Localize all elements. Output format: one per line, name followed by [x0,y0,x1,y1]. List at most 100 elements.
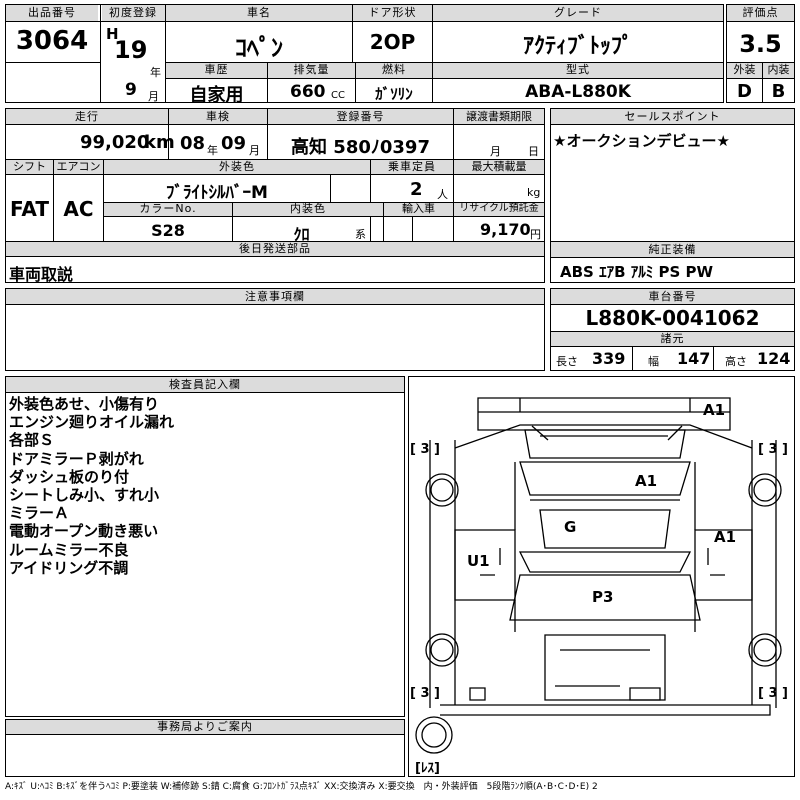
transfer-day-unit: 日 [528,145,539,158]
memo-line: 外装色あせ、小傷有り [9,395,160,413]
interior-label: 内装 [767,63,790,76]
chassis-number: L880K-0041062 [585,306,760,330]
reg-year: 19 [114,36,148,64]
mileage-label: 走行 [75,110,99,123]
notes-label: 注意事項欄 [245,290,305,303]
memo-line: ドアミラーＰ剥がれ [9,449,144,468]
door-label: ドア形状 [368,6,417,19]
recycle-unit: 円 [530,228,541,241]
damage-mark: A1 [635,472,657,490]
legend-text: A:ｷｽﾞ U:ﾍｺﾐ B:ｷｽﾞを伴うﾍｺﾐ P:要塗装 W:補修跡 S:錆 … [5,782,598,792]
month-unit: 月 [148,90,159,103]
length-label: 長さ [556,355,578,368]
inspector-label: 検査員記入欄 [169,378,241,391]
inspection-label: 車検 [206,110,230,123]
displacement-label: 排気量 [293,63,330,76]
shift: FAT [10,197,49,221]
exterior-color: ﾌﾞﾗｲﾄｼﾙﾊﾞｰM [166,183,268,203]
damage-mark: U1 [467,552,490,570]
memo-line: ミラーＡ [9,504,70,523]
air-conditioner: AC [63,197,94,221]
inspection-month-unit: 月 [249,144,260,157]
equipment-label: 純正装備 [648,243,697,256]
history-label: 車歴 [204,63,229,76]
chassis-label: 車台番号 [648,290,697,303]
color-no-label: カラーNo. [139,202,197,215]
plate-number: 高知 580ﾉ0397 [291,137,430,158]
memo-line: 各部Ｓ [9,431,55,450]
damage-diagram-frame [408,376,795,777]
exterior-grade: D [737,81,752,102]
memo-line: アイドリング不調 [9,558,129,577]
later-parts-label: 後日発送部品 [239,242,311,255]
max-load-unit: kg [527,186,541,199]
equipment: ABS ｴｱB ｱﾙﾐ PS PW [560,263,714,281]
model-code: ABA-L880K [525,82,631,102]
width-label: 幅 [648,355,659,368]
recycle-label: リサイクル預託金 [459,203,539,214]
capacity-label: 乗車定員 [388,160,436,173]
exterior-color-label: 外装色 [219,160,255,173]
capacity: 2 [410,179,423,200]
history: 自家用 [189,85,244,106]
memo-line: ルームミラー不良 [9,540,129,559]
interior-color: ｸﾛ [293,225,310,244]
transfer-label: 譲渡書類期限 [466,110,532,123]
car-name-label: 車名 [247,6,271,19]
memo-line: ダッシュ板のり付 [9,467,130,486]
damage-mark: A1 [703,401,725,419]
interior-color-unit: 系 [355,228,366,241]
max-load-label: 最大積載量 [471,160,527,173]
tire-mark: [ 3 ] [410,686,440,701]
damage-mark: G [564,518,576,536]
door-type: 2OP [369,30,416,54]
fuel: ｶﾞｿﾘﾝ [375,85,413,103]
sales-point-label: セールスポイント [624,110,721,123]
exterior-label: 外装 [733,63,756,76]
transfer-month-unit: 月 [490,145,501,158]
office-label: 事務局よりご案内 [157,720,253,733]
sales-point: ★オークションデビュー★ [553,132,730,150]
inspection-year-unit: 年 [207,144,218,157]
mileage: 99,020 [80,132,150,153]
interior-grade: B [771,81,786,102]
interior-color-label: 内装色 [290,202,326,215]
first-reg-label: 初度登録 [109,6,157,19]
mileage-unit: km [144,132,175,153]
tire-mark: [ 3 ] [758,442,788,457]
inspection-month: 09 [221,133,247,154]
spare-tire-label: [ﾚｽ] [415,761,440,776]
ac-label: エアコン [56,160,101,173]
damage-mark: A1 [714,528,736,546]
grade-label: グレード [554,6,602,19]
plate-label: 登録番号 [336,110,385,123]
lot-no-label: 出品番号 [28,6,76,19]
model-label: 型式 [566,63,590,76]
reg-month: 9 [125,80,137,100]
tire-mark: [ 3 ] [758,686,788,701]
score-label: 評価点 [742,6,779,19]
tire-mark: [ 3 ] [410,442,440,457]
import-label: 輸入車 [402,202,435,215]
car-name: ｺﾍﾟﾝ [235,34,283,62]
year-unit: 年 [150,66,161,79]
later-parts: 車両取説 [9,265,74,284]
width-value: 147 [677,349,711,368]
height-label: 高さ [725,355,747,368]
inspection-year: 08 [180,133,206,154]
era: H [106,25,119,43]
length-value: 339 [592,349,626,368]
shift-label: シフト [13,160,46,173]
color-number: S28 [151,221,185,240]
height-value: 124 [757,349,791,368]
specs-label: 諸元 [660,332,685,345]
memo-line: シートしみ小、すれ小 [9,486,160,505]
grade: ｱｸﾃｨﾌﾞﾄｯﾌﾟ [522,34,633,59]
capacity-unit: 人 [437,188,448,201]
score: 3.5 [739,30,782,58]
displacement-unit: CC [331,90,345,101]
memo-line: 電動オープン動き悪い [9,522,159,541]
lot-number: 3064 [15,26,89,56]
memo-line: エンジン廻りオイル漏れ [9,413,175,432]
